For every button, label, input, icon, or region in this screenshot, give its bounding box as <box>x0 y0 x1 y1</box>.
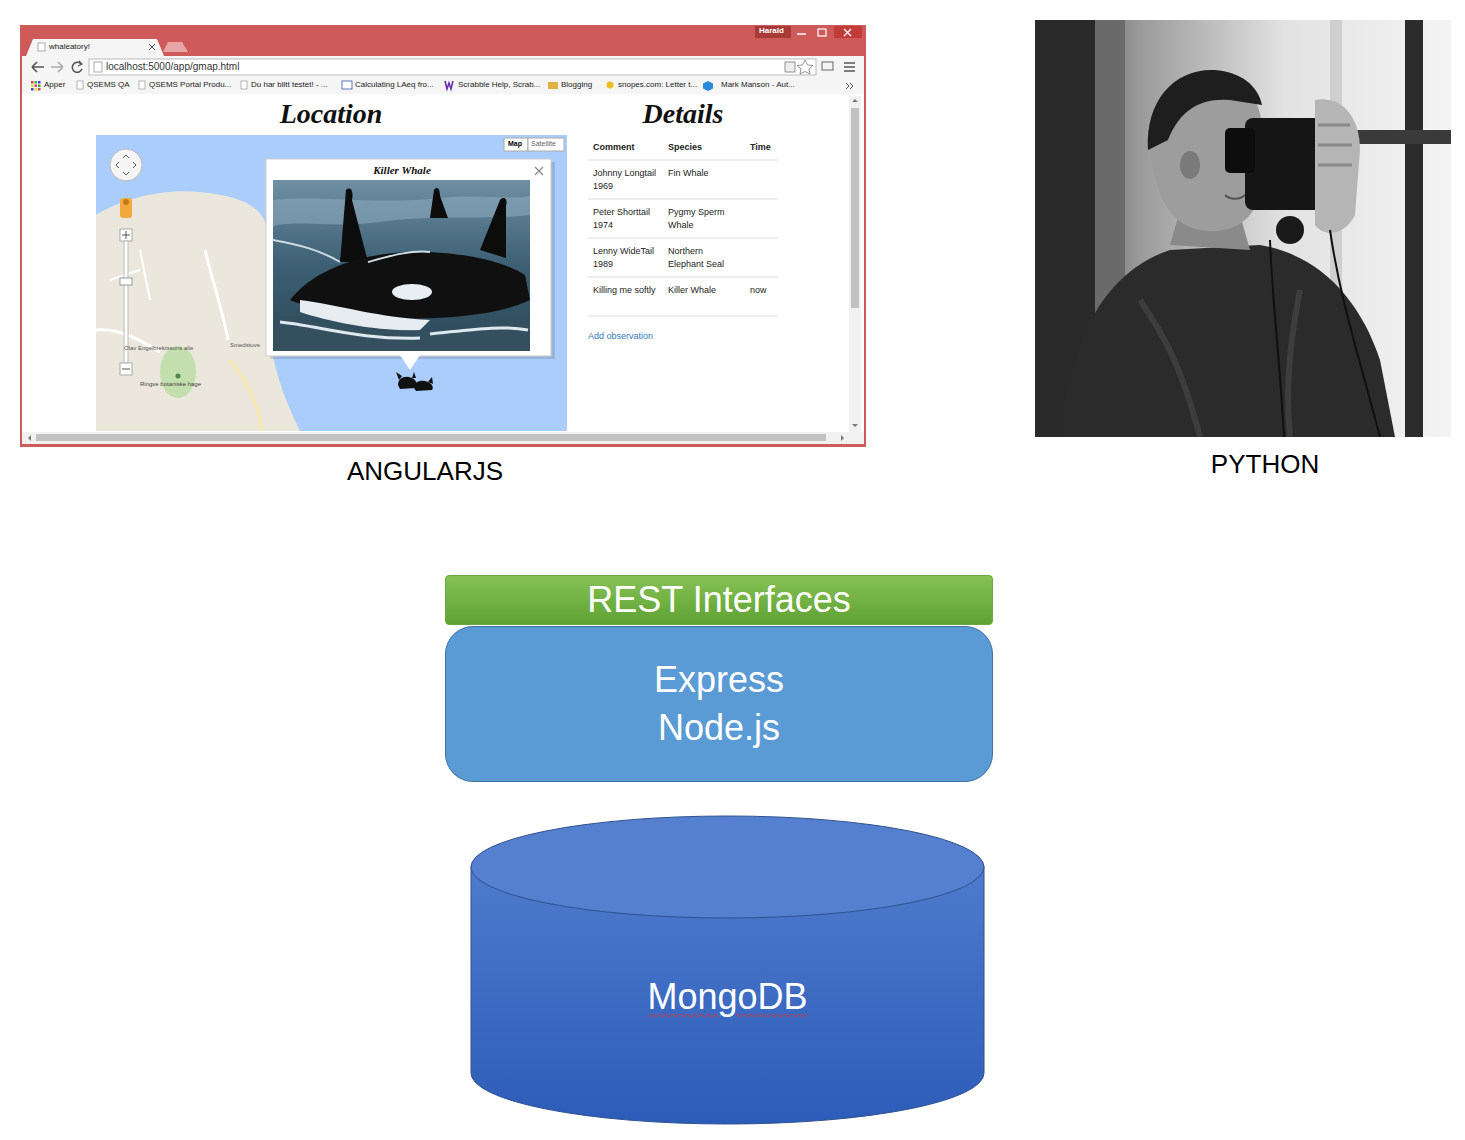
table-cell: Pygmy Sperm Whale <box>668 206 740 232</box>
bookmark: Mark Manson - Aut... <box>721 80 795 90</box>
map-button: Map <box>508 140 522 148</box>
tab-title: whaleatory! <box>49 42 90 52</box>
map <box>96 135 567 431</box>
table-rule <box>588 316 778 317</box>
page-heading: Details <box>583 97 783 131</box>
bookmark: Calculating LAeq fro... <box>355 80 434 90</box>
caption: ANGULARJS <box>20 455 830 487</box>
table-rule <box>588 277 778 278</box>
table-cell: Killer Whale <box>668 284 740 297</box>
link: Add observation <box>588 331 653 342</box>
bookmark: Apper <box>44 80 65 90</box>
map-street: Olav Engelbrektssons alle <box>124 345 193 352</box>
popup-title: Killer Whale <box>302 164 502 177</box>
address-url: localhost:5000/app/gmap.html <box>106 61 239 73</box>
node-label: Express Node.js <box>624 656 814 752</box>
cylinder-outline <box>470 815 985 1125</box>
bookmark: QSEMS QA <box>87 80 130 90</box>
table-cell: Killing me softly <box>593 284 657 297</box>
bookmark: snopes.com: Letter t... <box>618 80 697 90</box>
server-box: Express Node.js <box>445 626 993 782</box>
bookmark: QSEMS Portal Produ... <box>149 80 231 90</box>
table-cell: Fin Whale <box>668 167 740 180</box>
table-cell: Northern Elephant Seal <box>668 245 740 271</box>
map-button: Satellite <box>531 140 556 148</box>
table-header: Species <box>668 142 702 153</box>
bookmark: Blogging <box>561 80 592 90</box>
page-heading: Location <box>231 97 431 131</box>
user-badge: Harald <box>759 26 784 36</box>
table-header: Comment <box>593 142 635 153</box>
caption: PYTHON <box>1035 448 1465 480</box>
photographer-photo <box>1035 20 1451 437</box>
table-cell: Lenny WideTail 1989 <box>593 245 657 271</box>
orca-photo <box>273 180 530 351</box>
table-rule <box>588 199 778 200</box>
table-cell: Peter Shorttail 1974 <box>593 206 657 232</box>
bookmark: Du har blitt testet! - ... <box>251 80 327 90</box>
database-cylinder: MongoDB <box>470 815 985 1125</box>
map-street: Smedstuve <box>230 342 260 349</box>
screenshot-frame: PYTHON <box>1035 20 1451 437</box>
table-cell: Johnny Longtail 1969 <box>593 167 657 193</box>
table-header: Time <box>750 142 771 153</box>
node-label: REST Interfaces <box>587 579 850 621</box>
map-place: Ringve botaniske hage <box>140 381 201 388</box>
node-label: MongoDB <box>470 975 985 1019</box>
table-cell: now <box>750 284 767 297</box>
bookmark: Scrabble Help, Scrab... <box>458 80 540 90</box>
table-rule <box>588 160 778 161</box>
table-rule <box>588 238 778 239</box>
browser-screenshot <box>20 25 866 447</box>
interface-band: REST Interfaces <box>445 575 993 625</box>
